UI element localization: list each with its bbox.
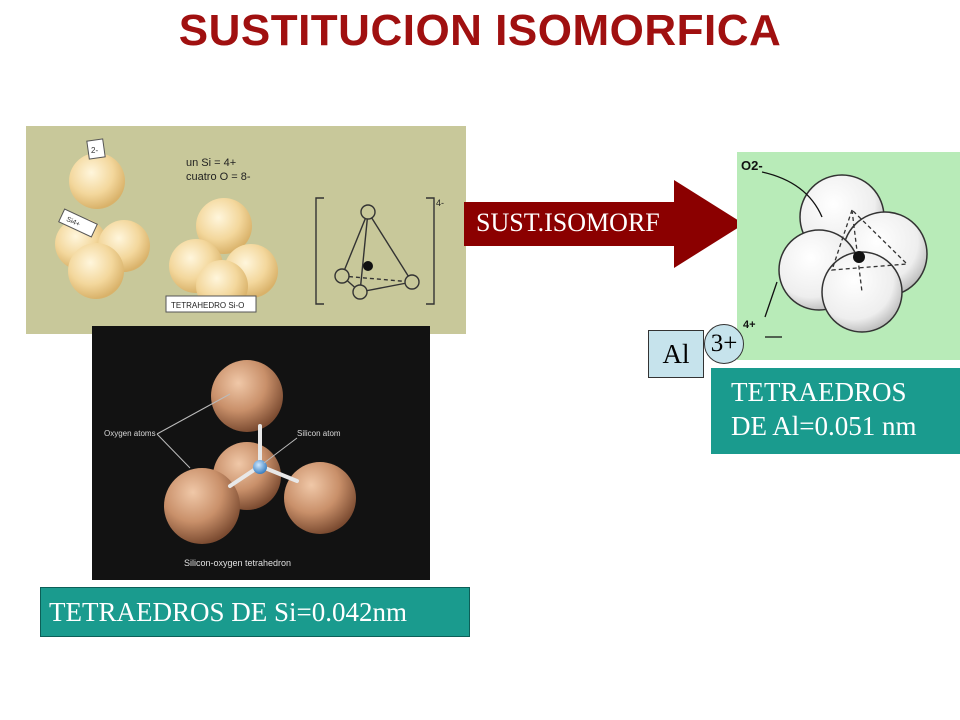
oxygen-sphere [69,153,125,209]
al-box-line1: TETRAEDROS [731,377,907,407]
al-box-line2: DE Al=0.051 nm [731,411,917,441]
oxygen-sphere [68,243,124,299]
pointer-line [764,281,778,318]
tetrahedron-diagram [315,197,435,305]
right-arrow-icon [464,180,744,268]
al-label-box: Al [648,330,704,378]
slide-title: SUSTITUCION ISOMORFICA [178,6,782,55]
oxygen-atoms-label: Oxygen atoms [104,429,156,438]
oxygen-atom [284,462,356,534]
silicon-atom-label: Silicon atom [297,429,341,438]
sphere-tetrahedron [778,174,928,333]
oxygen-sphere [196,198,252,254]
pointer-line [761,171,823,218]
charge-tag [86,138,106,160]
oxygen-atom [164,468,240,544]
sphere-model-image: 2- Si4+ un Si = 4+ cuatro O = 8- TETRAHE… [26,126,466,334]
al-tetrahedron-box: TETRAEDROS DE Al=0.051 nm [711,368,960,454]
arrow-label: SUST.ISOMORF [476,208,660,237]
label-leaders [156,393,298,469]
tetrahedron-caption: Silicon-oxygen tetrahedron [184,558,291,568]
si-tag [58,208,98,238]
silicon-atom [253,460,267,474]
silicon-atom-dot [363,261,373,271]
charge-circle: 3+ [704,324,744,364]
silicon-oxygen-tetrahedron-image: Oxygen atoms Silicon atom Silicon-oxygen… [92,326,430,580]
caption-label: TETRAHEDRO Si-O [171,301,244,310]
charge-note-line1: un Si = 4+ [186,157,236,169]
aluminum-tetrahedron-image: O2- 4+ [737,152,960,360]
bracket-charge: 4- [436,198,444,208]
oxygen-atom [211,360,283,432]
charge-tag-label: 2- [91,146,98,155]
cation-charge-label: 4+ [743,319,756,331]
caption-box [165,295,257,313]
tetrahedron-edges [831,208,909,293]
si-tetrahedron-box: TETRAEDROS DE Si=0.042nm [40,587,470,637]
aluminum-atom-dot [853,251,865,263]
oxygen-ion-label: O2- [741,158,763,173]
charge-note-line2: cuatro O = 8- [186,171,251,183]
